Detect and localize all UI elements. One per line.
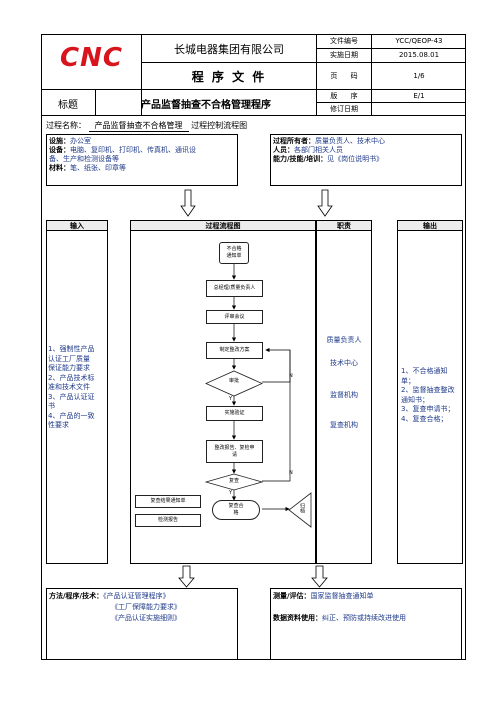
output-header: 输出 bbox=[397, 220, 463, 231]
edition-label: 版 序 bbox=[330, 91, 358, 100]
archive-icon bbox=[288, 492, 312, 528]
output-line: 4、复查合格； bbox=[401, 414, 448, 423]
doc-number-label: 文件编号 bbox=[330, 37, 358, 45]
duty-4: 复查机构 bbox=[330, 421, 358, 429]
duty-header: 职责 bbox=[316, 220, 372, 231]
flow-start-notice: 不合格 通知单 bbox=[219, 242, 249, 264]
process-name-row: 过程名称： 产品监督抽查不合格管理 过程控制流程图 bbox=[46, 120, 446, 132]
flow-doc-test-report: 检测报告 bbox=[135, 514, 201, 527]
doc-number: YCC/QEOP-43 bbox=[395, 37, 443, 45]
measure-label: 测量/评估： bbox=[273, 592, 311, 600]
flow-header: 过程流程图 bbox=[130, 220, 316, 231]
company-logo: CNC bbox=[44, 38, 139, 78]
personnel: 各部门相关人员 bbox=[294, 146, 343, 154]
facility-label: 设施： bbox=[49, 137, 70, 145]
resources-box bbox=[46, 134, 238, 186]
yes-label-1: Y bbox=[229, 396, 233, 402]
output-line: 2、监督抽查整改 bbox=[401, 386, 455, 394]
method-label: 方法/程序/技术： bbox=[49, 592, 104, 600]
flow-step-implement: 实施验证 bbox=[206, 406, 263, 421]
measure-box bbox=[270, 588, 462, 660]
personnel-label: 人员： bbox=[273, 146, 294, 154]
owner-label: 过程所有者： bbox=[273, 137, 315, 145]
output-list: 1、不合格通知 单； 2、监督抽查整改 通知书； 3、复查申请书； 4、复查合格… bbox=[401, 367, 463, 424]
document-title: 产品监督抽查不合格管理程序 bbox=[141, 99, 271, 111]
material-label: 材料： bbox=[49, 164, 70, 172]
process-name: 产品监督抽查不合格管理 bbox=[88, 120, 189, 132]
material: 笔、纸张、印章等 bbox=[70, 164, 126, 172]
input-list: 1、强制性产品 认证工厂质量 保证能力要求 2、产品技术标 准和技术文件 3、产… bbox=[48, 345, 108, 431]
method-item: 《工厂保障能力要求》 bbox=[111, 603, 181, 611]
yes-label-2: Y bbox=[229, 490, 233, 496]
measure: 国家监督抽查通知单 bbox=[310, 592, 374, 600]
impl-date-label: 实施日期 bbox=[330, 51, 358, 59]
owner-content: 过程所有者：质量负责人、技术中心 人员：各部门相关人员 能力/技能/培训：见《岗… bbox=[273, 137, 461, 164]
input-line: 书 bbox=[48, 402, 55, 410]
process-suffix: 过程控制流程图 bbox=[191, 121, 248, 130]
flow-decision-approve-label: 审批 bbox=[228, 378, 239, 384]
input-header: 输入 bbox=[46, 220, 108, 231]
page-number: 1/6 bbox=[413, 72, 425, 80]
record: 纠正、预防或持续改进使用 bbox=[322, 614, 406, 622]
input-line: 4、产品的一致 bbox=[48, 411, 95, 420]
flow-doc-result-notice: 复查结果通知单 bbox=[135, 495, 201, 508]
resources-content: 设施：办公室 设备：电脑、复印机、打印机、传真机、通讯设 备、生产和检测设备等 … bbox=[49, 137, 237, 173]
flow-step-review-meeting: 评审会议 bbox=[206, 310, 263, 324]
output-line: 单； bbox=[401, 376, 415, 385]
company-name: 长城电器集团有限公司 bbox=[174, 43, 284, 56]
flow-end-pass: 复查合 格 bbox=[212, 500, 260, 520]
process-label: 过程名称： bbox=[46, 121, 86, 130]
flow-decision-approve bbox=[205, 370, 263, 397]
facility: 办公室 bbox=[70, 137, 91, 145]
archive-label: 归档 bbox=[299, 503, 305, 513]
flow-decision-recheck-label: 复查 bbox=[228, 478, 239, 484]
flow-step-manager: 总经理/质量负责人 bbox=[206, 280, 263, 297]
flow-step-report: 整改报告、复检申 请 bbox=[206, 440, 263, 463]
main-frame bbox=[41, 116, 466, 660]
ability: 见《岗位说明书》 bbox=[327, 155, 384, 163]
impl-date: 2015.08.01 bbox=[398, 51, 440, 59]
output-line: 1、不合格通知 bbox=[401, 367, 448, 375]
input-line: 2、产品技术标 bbox=[48, 373, 95, 382]
ability-label: 能力/技能/培训： bbox=[273, 155, 328, 163]
owner: 质量负责人、技术中心 bbox=[315, 137, 385, 145]
method-item: 《产品认证实施细则》 bbox=[111, 614, 181, 622]
flow-decision-recheck bbox=[205, 473, 263, 491]
flow-step-rectify-plan: 制定整改方案 bbox=[206, 342, 263, 359]
no-label-2: N bbox=[289, 470, 293, 476]
duty-3: 监督机构 bbox=[330, 391, 358, 399]
title-label: 标题 bbox=[58, 99, 78, 111]
method-content: 方法/程序/技术：《产品认证管理程序》 《工厂保障能力要求》 《产品认证实施细则… bbox=[49, 591, 238, 624]
input-line: 1、强制性产品 bbox=[48, 345, 95, 353]
equipment-label: 设备： bbox=[49, 146, 70, 154]
header-table bbox=[41, 34, 466, 116]
owner-box bbox=[270, 134, 462, 186]
input-line: 3、产品认证证 bbox=[48, 392, 95, 401]
output-line: 3、复查申请书； bbox=[401, 405, 455, 413]
output-line: 通知书； bbox=[401, 395, 429, 404]
equipment-line1: 电脑、复印机、打印机、传真机、通讯设 bbox=[70, 146, 196, 154]
method-box bbox=[46, 588, 238, 660]
page-label: 页 码 bbox=[330, 72, 358, 80]
no-label-1: N bbox=[289, 373, 293, 379]
input-line: 准和技术文件 bbox=[48, 383, 90, 391]
revision-date-label: 修订日期 bbox=[330, 105, 358, 113]
measure-content: 测量/评估：国家监督抽查通知单 数据资料使用：纠正、预防或持续改进使用 bbox=[273, 591, 461, 624]
equipment-line2: 备、生产和检测设备等 bbox=[49, 155, 119, 163]
duty-2: 技术中心 bbox=[330, 359, 358, 367]
duty-1: 质量负责人 bbox=[326, 336, 362, 344]
input-line: 认证工厂质量 bbox=[48, 354, 90, 363]
input-line: 保证能力要求 bbox=[48, 364, 90, 372]
method-item: 《产品认证管理程序》 bbox=[103, 592, 170, 600]
document-type: 程 序 文 件 bbox=[191, 69, 267, 84]
edition: E/1 bbox=[413, 91, 425, 100]
input-line: 性要求 bbox=[48, 421, 69, 429]
record-label: 数据资料使用： bbox=[273, 614, 322, 622]
logo-text: CNC bbox=[60, 43, 123, 73]
